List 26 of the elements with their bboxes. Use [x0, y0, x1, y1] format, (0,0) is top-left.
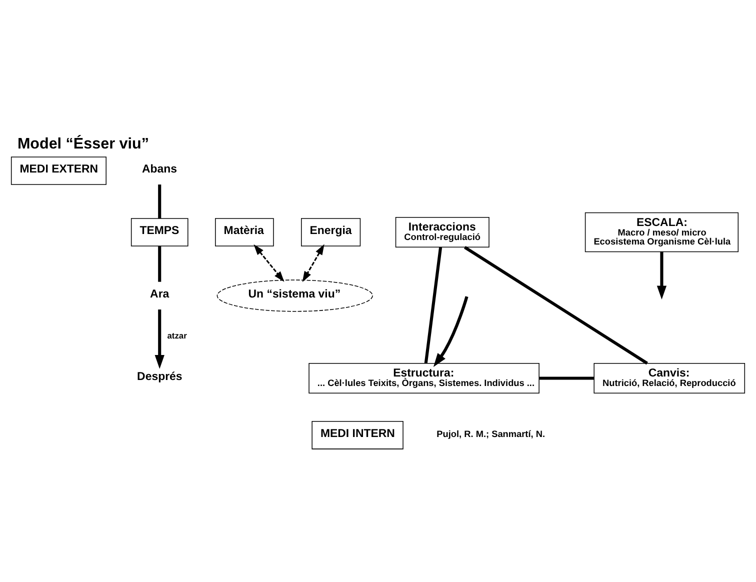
node-box: Estructura: ... Cèl·lules Teixits, Òrgans, Sistemes. Individus ...: [308, 362, 540, 394]
connector: [158, 184, 162, 218]
node-text: Després: [137, 370, 182, 383]
node-box: Matèria: [215, 218, 274, 246]
node-box: ESCALA: Macro / meso/ micro Ecosistema Organisme Cèl·lula: [584, 212, 739, 252]
connector: [424, 246, 442, 363]
node-text: Ara: [150, 288, 170, 300]
node-box: Interaccions Control-regulació: [395, 216, 490, 248]
arrow: [302, 244, 324, 282]
node-box: MEDI EXTERN: [10, 156, 106, 184]
node-box: TEMPS: [130, 218, 188, 246]
connector: [158, 246, 162, 282]
arrow: [656, 251, 667, 299]
node-box: MEDI INTERN: [312, 420, 404, 449]
label: Pujol, R. M.; Sanmartí, N.: [436, 428, 546, 438]
arrow: [433, 296, 468, 366]
node-ellipse: Un “sistema viu”: [216, 279, 373, 312]
arrow: [154, 308, 164, 368]
arrow: [254, 244, 284, 282]
connector: [539, 376, 594, 380]
node-text: Abans: [142, 163, 178, 176]
edge-label: atzar: [167, 330, 187, 340]
diagram-title: Model “Ésser viu”: [17, 135, 149, 152]
connector: [464, 245, 648, 364]
node-box: Canvis: Nutrició, Relació, Reproducció: [594, 362, 746, 394]
node-box: Energia: [301, 218, 361, 246]
